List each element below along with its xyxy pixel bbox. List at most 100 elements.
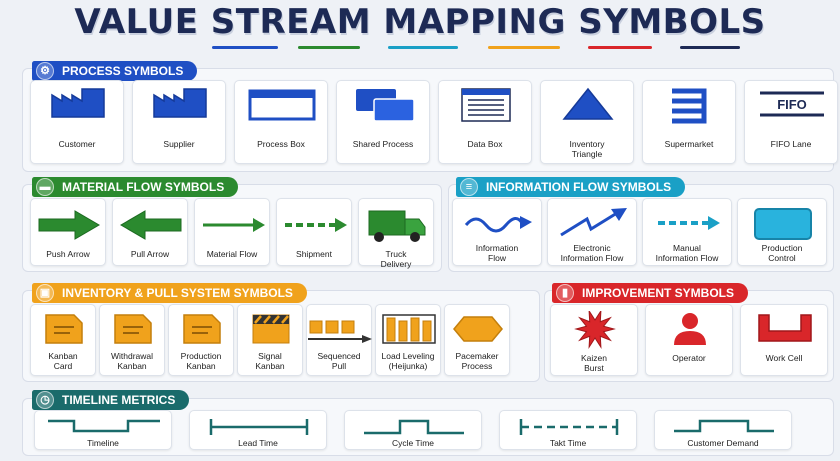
symbol-label: Truck Delivery: [380, 249, 412, 269]
timeline-card-4: Takt Time: [499, 410, 637, 450]
information-card-1: Information Flow: [452, 198, 542, 266]
fifo-icon: FIFO: [745, 87, 839, 127]
information-card-3: Manual Information Flow: [642, 198, 732, 266]
factory-icon: [31, 87, 125, 127]
control-box-icon: [738, 205, 828, 245]
symbol-label: Withdrawal Kanban: [110, 351, 154, 371]
symbol-label: Kanban Card: [48, 351, 78, 371]
supermarket-icon: [643, 87, 737, 127]
inventory-card-1: Kanban Card: [30, 304, 96, 376]
timeline-card-3: Cycle Time: [344, 410, 482, 450]
symbol-label: Production Control: [761, 243, 803, 263]
improvement-header: ▮ IMPROVEMENT SYMBOLS: [552, 283, 749, 303]
pull-arrow-icon: [113, 207, 189, 247]
process-box-icon: [235, 87, 329, 127]
timeline-card-5: Customer Demand: [654, 410, 792, 450]
process-card-4: Shared Process: [336, 80, 430, 164]
inventory-card-6: Load Leveling (Heijunka): [375, 304, 441, 376]
symbol-label: Supermarket: [664, 139, 714, 149]
process-card-3: Process Box: [234, 80, 328, 164]
factory-icon: [133, 87, 227, 127]
information-header: ≡ INFORMATION FLOW SYMBOLS: [456, 177, 686, 197]
process-card-1: Customer: [30, 80, 124, 164]
inventory-card-2: Withdrawal Kanban: [99, 304, 165, 376]
symbol-label: Work Cell: [765, 353, 803, 363]
symbol-label: Sequenced Pull: [317, 351, 361, 371]
title-underline: [212, 46, 278, 49]
symbol-label: Information Flow: [475, 243, 519, 263]
symbol-label: Manual Information Flow: [655, 243, 719, 263]
symbol-label: Shared Process: [352, 139, 414, 149]
zigzag-arrow-icon: [548, 205, 638, 245]
kanban-card-icon: [169, 311, 235, 351]
takt-time-icon: [500, 413, 638, 453]
chart-icon: ▮: [556, 284, 574, 302]
symbol-label: Kaizen Burst: [581, 353, 607, 373]
inventory-card-5: Sequenced Pull: [306, 304, 372, 376]
process-card-2: Supplier: [132, 80, 226, 164]
symbol-label: Load Leveling (Heijunka): [381, 351, 435, 371]
symbol-label: Operator: [672, 353, 706, 363]
push-arrow-icon: [31, 207, 107, 247]
inventory-card-3: Production Kanban: [168, 304, 234, 376]
title-underline: [298, 46, 360, 49]
title-underline: [680, 46, 740, 49]
symbol-label: FIFO Lane: [770, 139, 812, 149]
lead-time-icon: [190, 413, 328, 453]
inventory-card-4: Signal Kanban: [237, 304, 303, 376]
timeline-icon: [35, 413, 173, 453]
burst-icon: [551, 311, 639, 351]
work-cell-icon: [741, 311, 829, 351]
heijunka-icon: [376, 311, 442, 351]
inventory-header: ▣ INVENTORY & PULL SYSTEM SYMBOLS: [32, 283, 307, 303]
symbol-label: Inventory Triangle: [569, 139, 605, 159]
symbol-label: Supplier: [163, 139, 195, 149]
timeline-header: ◷ TIMELINE METRICS: [32, 390, 190, 410]
box-icon: ▣: [36, 284, 54, 302]
symbol-label: Lead Time: [238, 438, 278, 448]
symbol-label: Push Arrow: [46, 249, 90, 259]
page-title: VALUE STREAM MAPPING SYMBOLS: [74, 2, 766, 42]
symbol-label: Material Flow: [206, 249, 258, 259]
symbol-label: Customer: [58, 139, 96, 149]
symbol-label: Signal Kanban: [255, 351, 285, 371]
cycle-time-icon: [345, 413, 483, 453]
process-card-5: Data Box: [438, 80, 532, 164]
symbol-label: Shipment: [296, 249, 332, 259]
title-underline: [488, 46, 560, 49]
inventory-card-7: Pacemaker Process: [444, 304, 510, 376]
improvement-card-2: Operator: [645, 304, 733, 376]
title-underline: [388, 46, 458, 49]
sequenced-pull-icon: [307, 311, 373, 351]
title-underline: [588, 46, 652, 49]
improvement-card-1: Kaizen Burst: [550, 304, 638, 376]
symbol-label: Customer Demand: [687, 438, 759, 448]
data-box-icon: [439, 87, 533, 127]
timeline-card-2: Lead Time: [189, 410, 327, 450]
signal-kanban-icon: [238, 311, 304, 351]
dashed-arrow-icon: [643, 205, 733, 245]
triangle-icon: [541, 87, 635, 127]
dashed-arrow-icon: [277, 207, 353, 247]
chat-icon: ≡: [460, 178, 478, 196]
kanban-card-icon: [31, 311, 97, 351]
process-card-8: FIFO FIFO Lane: [744, 80, 838, 164]
shared-process-icon: [337, 87, 431, 127]
symbol-label: Pacemaker Process: [455, 351, 499, 371]
customer-demand-icon: [655, 413, 793, 453]
symbol-label: Takt Time: [549, 438, 587, 448]
symbol-label: Data Box: [467, 139, 503, 149]
material-header: ▬ MATERIAL FLOW SYMBOLS: [32, 177, 239, 197]
symbol-label: Production Kanban: [180, 351, 222, 371]
information-card-4: Production Control: [737, 198, 827, 266]
kanban-card-icon: [100, 311, 166, 351]
information-card-2: Electronic Information Flow: [547, 198, 637, 266]
hexagon-icon: [445, 311, 511, 351]
material-card-3: Material Flow: [194, 198, 270, 266]
material-card-1: Push Arrow: [30, 198, 106, 266]
material-card-5: Truck Delivery: [358, 198, 434, 269]
process-header: ⚙ PROCESS SYMBOLS: [32, 61, 198, 81]
gear-icon: ⚙: [36, 62, 54, 80]
improvement-card-3: Work Cell: [740, 304, 828, 376]
arrow-icon: [195, 207, 271, 247]
